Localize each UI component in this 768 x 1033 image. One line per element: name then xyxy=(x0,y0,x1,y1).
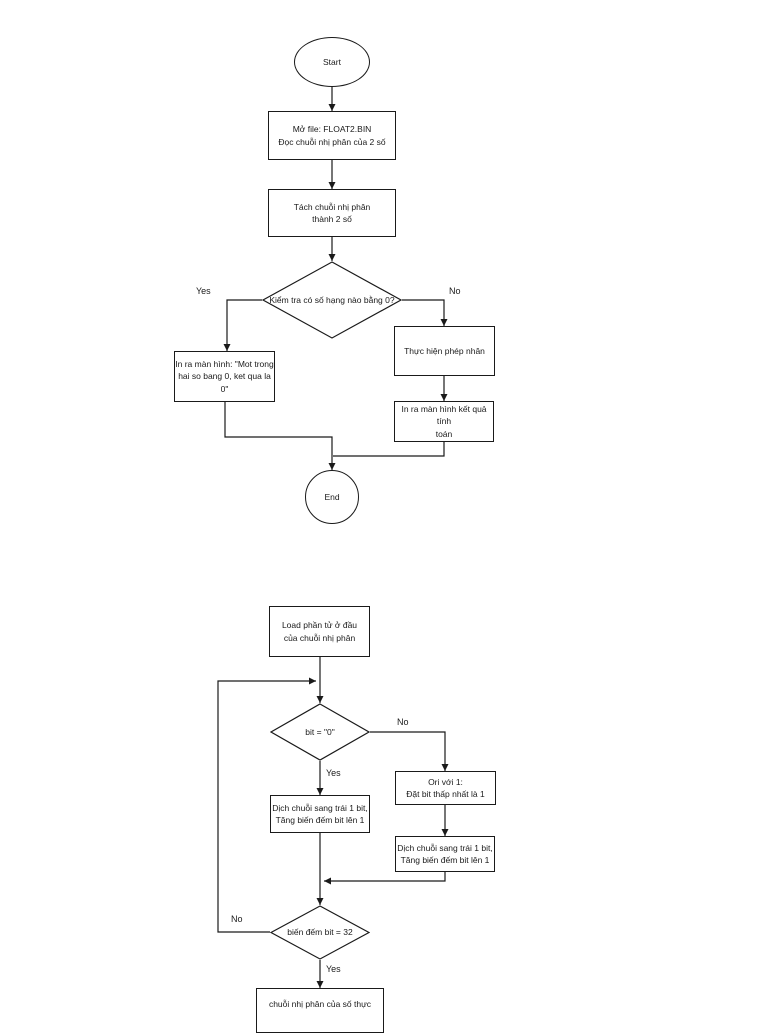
process-split-string: Tách chuỗi nhị phân thành 2 số xyxy=(268,189,396,237)
diamond-shape xyxy=(270,905,370,960)
end-label: End xyxy=(324,491,340,502)
edge-label-yes-bitcheck: Yes xyxy=(326,768,341,778)
load-line1: Load phần tử ở đầu xyxy=(281,620,358,631)
ori-line2: Đặt bit thấp nhất là 1 xyxy=(406,789,485,799)
edge-bitcheck-no xyxy=(370,731,449,771)
multiply-line1: Thực hiện phép nhân xyxy=(404,345,485,356)
split-line1: Tách chuỗi nhị phân xyxy=(293,201,371,212)
split-line2: thành 2 số xyxy=(312,214,352,224)
edge-printzero-to-end xyxy=(224,402,336,470)
end-node: End xyxy=(305,470,359,524)
open-file-line2: Đọc chuỗi nhị phân của 2 số xyxy=(278,136,386,147)
edge-label-no-bitcheck: No xyxy=(397,717,409,727)
print-result-line2: toán xyxy=(435,428,453,439)
start-node: Start xyxy=(294,37,370,87)
decision-count-check: biến đếm bit = 32 xyxy=(270,905,370,960)
edge-checkzero-no xyxy=(402,299,448,326)
open-file-line1: Mở file: FLOAT2.BIN xyxy=(292,124,372,135)
edge-label-yes-countcheck: Yes xyxy=(326,964,341,974)
process-print-result: In ra màn hình kết quả tính toán xyxy=(394,401,494,442)
diamond-shape xyxy=(262,261,402,339)
print-result-line1: In ra màn hình kết quả tính xyxy=(401,404,487,427)
count-check-question: biến đếm bit = 32 xyxy=(287,927,353,938)
process-result-string: chuỗi nhị phân của số thực xyxy=(256,988,384,1033)
edge-countcheck-no-loop xyxy=(217,677,316,933)
start-label: Start xyxy=(323,56,341,67)
process-load-element: Load phần tử ở đầu của chuỗi nhị phân xyxy=(269,606,370,657)
process-print-zero-message: In ra màn hình: "Mot trong hai so bang 0… xyxy=(174,351,275,402)
shift-right-line2: Tăng biến đếm bit lên 1 xyxy=(400,855,490,865)
process-shift-right-branch: Dịch chuỗi sang trái 1 bit, Tăng biến đế… xyxy=(395,836,495,872)
shift-left-line1: Dịch chuỗi sang trái 1 bit, xyxy=(272,802,368,813)
process-shift-left-branch: Dịch chuỗi sang trái 1 bit, Tăng biến đế… xyxy=(270,795,370,833)
print-zero-line2: hai so bang 0, ket qua la 0" xyxy=(178,371,271,394)
process-multiply: Thực hiện phép nhân xyxy=(394,326,495,376)
decision-check-zero: Kiểm tra có số hạng nào bằng 0? xyxy=(262,261,402,339)
edge-printresult-to-merge xyxy=(333,442,445,457)
edge-checkzero-yes xyxy=(223,299,262,351)
process-ori: Ori với 1: Đặt bit thấp nhất là 1 xyxy=(395,771,496,805)
edge-label-yes-f1: Yes xyxy=(196,286,211,296)
process-open-file: Mở file: FLOAT2.BIN Đọc chuỗi nhị phân c… xyxy=(268,111,396,160)
edge-label-no-countcheck: No xyxy=(231,914,243,924)
edge-label-no-f1: No xyxy=(449,286,461,296)
diamond-shape xyxy=(270,703,370,761)
ori-line1: Ori với 1: xyxy=(428,776,463,787)
decision-bit-check: bit = "0" xyxy=(270,703,370,761)
shift-right-line1: Dịch chuỗi sang trái 1 bit, xyxy=(397,842,493,853)
bit-check-question: bit = "0" xyxy=(305,726,335,737)
check-zero-question: Kiểm tra có số hạng nào bằng 0? xyxy=(269,294,395,305)
print-zero-line1: In ra màn hình: "Mot trong xyxy=(175,359,274,370)
edge-shiftright-to-merge xyxy=(324,872,446,885)
shift-left-line2: Tăng biến đếm bit lên 1 xyxy=(275,815,365,825)
load-line2: của chuỗi nhị phân xyxy=(283,632,356,643)
result-line1: chuỗi nhị phân của số thực xyxy=(268,999,372,1009)
